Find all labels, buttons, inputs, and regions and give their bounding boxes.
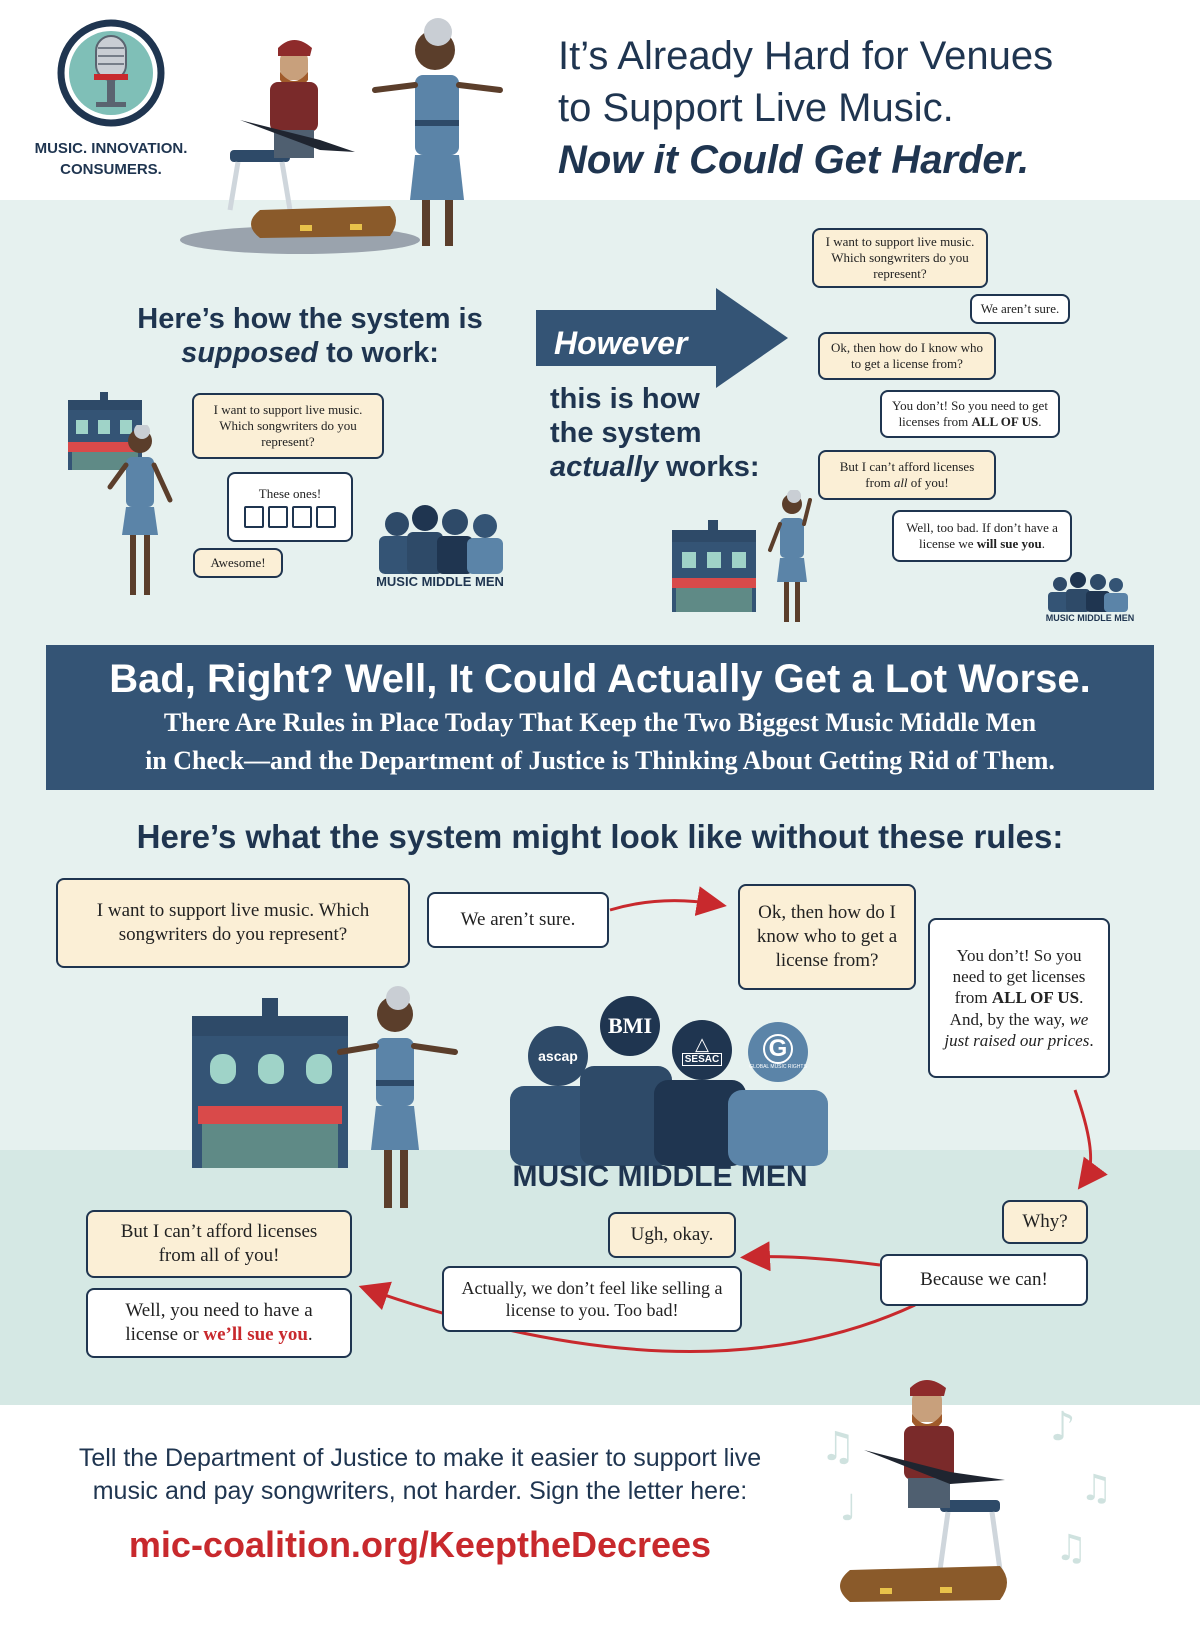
page-title: It’s Already Hard for Venues to Support … [558,30,1178,186]
raised-prices-text-2: . And, by the way, [949,988,1084,1029]
warning-banner: Bad, Right? Well, It Could Actually Get … [46,645,1154,790]
however-arrow [536,288,788,388]
actual-venue-building-icon [670,520,758,612]
without-bubble-request: I want to support live music. Which song… [56,878,410,968]
raised-prices-text-3: . [1089,1030,1094,1050]
supposed-bubble-awesome: Awesome! [193,548,283,578]
middle-men-with-logos [508,990,834,1166]
actual-bubble-sue: Well, too bad. If don’t have a license w… [892,510,1072,562]
actual-middle-men-icon [1046,572,1131,612]
call-to-action: Tell the Department of Justice to make i… [30,1442,810,1508]
without-bubble-ugh-okay: Ugh, okay. [608,1212,736,1258]
actual-bubble-all-of-us: You don’t! So you need to get licenses f… [880,390,1060,438]
without-bubble-too-bad: Actually, we don’t feel like selling a l… [442,1266,742,1332]
gmr-text: G [763,1034,793,1064]
sue-bold: will sue you [976,536,1042,551]
ascap-logo-icon: ascap [528,1026,588,1086]
logo-line-1: MUSIC. INNOVATION. [34,140,188,157]
cant-afford-italic: all [893,475,908,490]
banner-sub-line-2: in Check—and the Department of Justice i… [145,746,1055,775]
cant-afford-text-1: But I can’t afford licenses from [839,458,975,490]
supposed-heading-rest: to work: [318,337,439,369]
without-bubble-not-sure: We aren’t sure. [427,892,609,948]
svg-text:♫: ♫ [1080,1468,1112,1509]
without-bubble-how-know: Ok, then how do I know who to get a lice… [738,884,916,990]
supposed-bubble-request: I want to support live music. Which song… [192,393,384,459]
supposed-bubble-these-ones: These ones! [227,472,353,542]
sue-text-1: Well, too bad. If don’t have a license w… [906,519,1058,551]
sue-text-2: . [1041,536,1046,551]
without-mmm-label: MUSIC MIDDLE MEN [512,1160,808,1193]
however-line-2: the system [550,417,702,449]
all-of-us-text-2: . [1038,414,1042,429]
without-bubble-cant-afford: But I can’t afford licenses from all of … [86,1210,352,1278]
header-illustration [170,10,510,260]
sue-you-text-1: Well, you need to have a license or [125,1300,313,1345]
cta-link[interactable]: mic-coalition.org/KeeptheDecrees [128,1524,712,1565]
actual-bubble-request: I want to support live music. Which song… [812,228,988,288]
without-venue-building-icon [190,998,350,1168]
bmi-logo-icon: BMI [600,996,660,1056]
sesac-logo-icon: △ SESAC [672,1020,732,1080]
clipboard-icon [316,506,336,529]
clipboard-list [244,506,336,529]
without-rules-heading: Here’s what the system might look like w… [136,818,1064,855]
without-woman-figure [320,982,470,1212]
without-bubble-sue: Well, you need to have a license or we’l… [86,1288,352,1358]
however-line-1: this is how [550,383,700,415]
without-bubble-why: Why? [1002,1200,1088,1244]
gmr-sub-text: GLOBAL MUSIC RIGHTS [749,1064,807,1070]
all-of-us-bold: ALL OF US [971,414,1039,429]
raised-prices-italic: we just raised our prices [944,1009,1090,1050]
footer-musician-illustration: ♫ ♩ ♪ ♫ ♫ [800,1360,1140,1630]
logo-tagline: MUSIC. INNOVATION. CONSUMERS. [20,138,202,180]
however-label: However [554,325,688,361]
without-bubble-raised-prices: You don’t! So you need to get licenses f… [928,918,1110,1078]
without-bubble-because: Because we can! [880,1254,1088,1306]
cta-line-1: Tell the Department of Justice to make i… [78,1444,762,1472]
sue-you-red: we’ll sue you [203,1324,308,1345]
raised-prices-bold: ALL OF US [991,988,1080,1008]
middle-men-group-icon [375,504,510,574]
actual-bubble-cant-afford: But I can’t afford licenses from all of … [818,450,996,500]
however-emphasis: actually [550,451,658,483]
svg-text:♫: ♫ [820,1424,856,1470]
banner-sub-line-1: There Are Rules in Place Today That Keep… [163,708,1037,737]
clipboard-icon [268,506,288,529]
banner-headline: Bad, Right? Well, It Could Actually Get … [109,657,1091,701]
raised-prices-text-1: You don’t! So you need to get licenses f… [952,945,1086,1008]
however-line-3-rest: works: [658,451,760,483]
supposed-heading: Here’s how the system is supposed to wor… [110,302,510,370]
cant-afford-text-2: of you! [907,475,949,490]
svg-text:♫: ♫ [1055,1528,1087,1569]
actual-bubble-how-know: Ok, then how do I know who to get a lice… [818,332,996,380]
supposed-emphasis: supposed [181,337,319,369]
title-line-3: Now it Could Get Harder. [558,138,1030,182]
logo-line-2: CONSUMERS. [60,161,162,178]
venue-building-icon [64,392,146,470]
svg-text:♩: ♩ [840,1488,857,1529]
all-of-us-text-1: You don’t! So you need to get licenses f… [892,397,1048,429]
supposed-mmm-label: MUSIC MIDDLE MEN [376,574,504,589]
actual-bubble-not-sure: We aren’t sure. [970,294,1070,324]
sesac-text: SESAC [681,1052,723,1066]
gmr-logo-icon: G GLOBAL MUSIC RIGHTS [748,1022,808,1082]
clipboard-icon [244,506,264,529]
clipboard-icon [292,506,312,529]
actual-mmm-label: MUSIC MIDDLE MEN [1045,613,1135,623]
sue-you-text-2: . [307,1324,313,1345]
cta-line-2: music and pay songwriters, not harder. S… [92,1477,748,1505]
however-heading: this is how the system actually works: [550,382,790,484]
woman-figure [100,423,180,605]
title-line-1: It’s Already Hard for Venues [558,34,1054,78]
these-ones-text: These ones! [258,485,322,501]
supposed-heading-line-1: Here’s how the system is [137,303,483,335]
svg-text:♪: ♪ [1050,1404,1076,1450]
microphone-logo-icon [56,18,166,128]
actual-woman-figure [762,489,822,625]
title-line-2: to Support Live Music. [558,86,954,130]
triangle-icon: △ [695,1033,709,1054]
